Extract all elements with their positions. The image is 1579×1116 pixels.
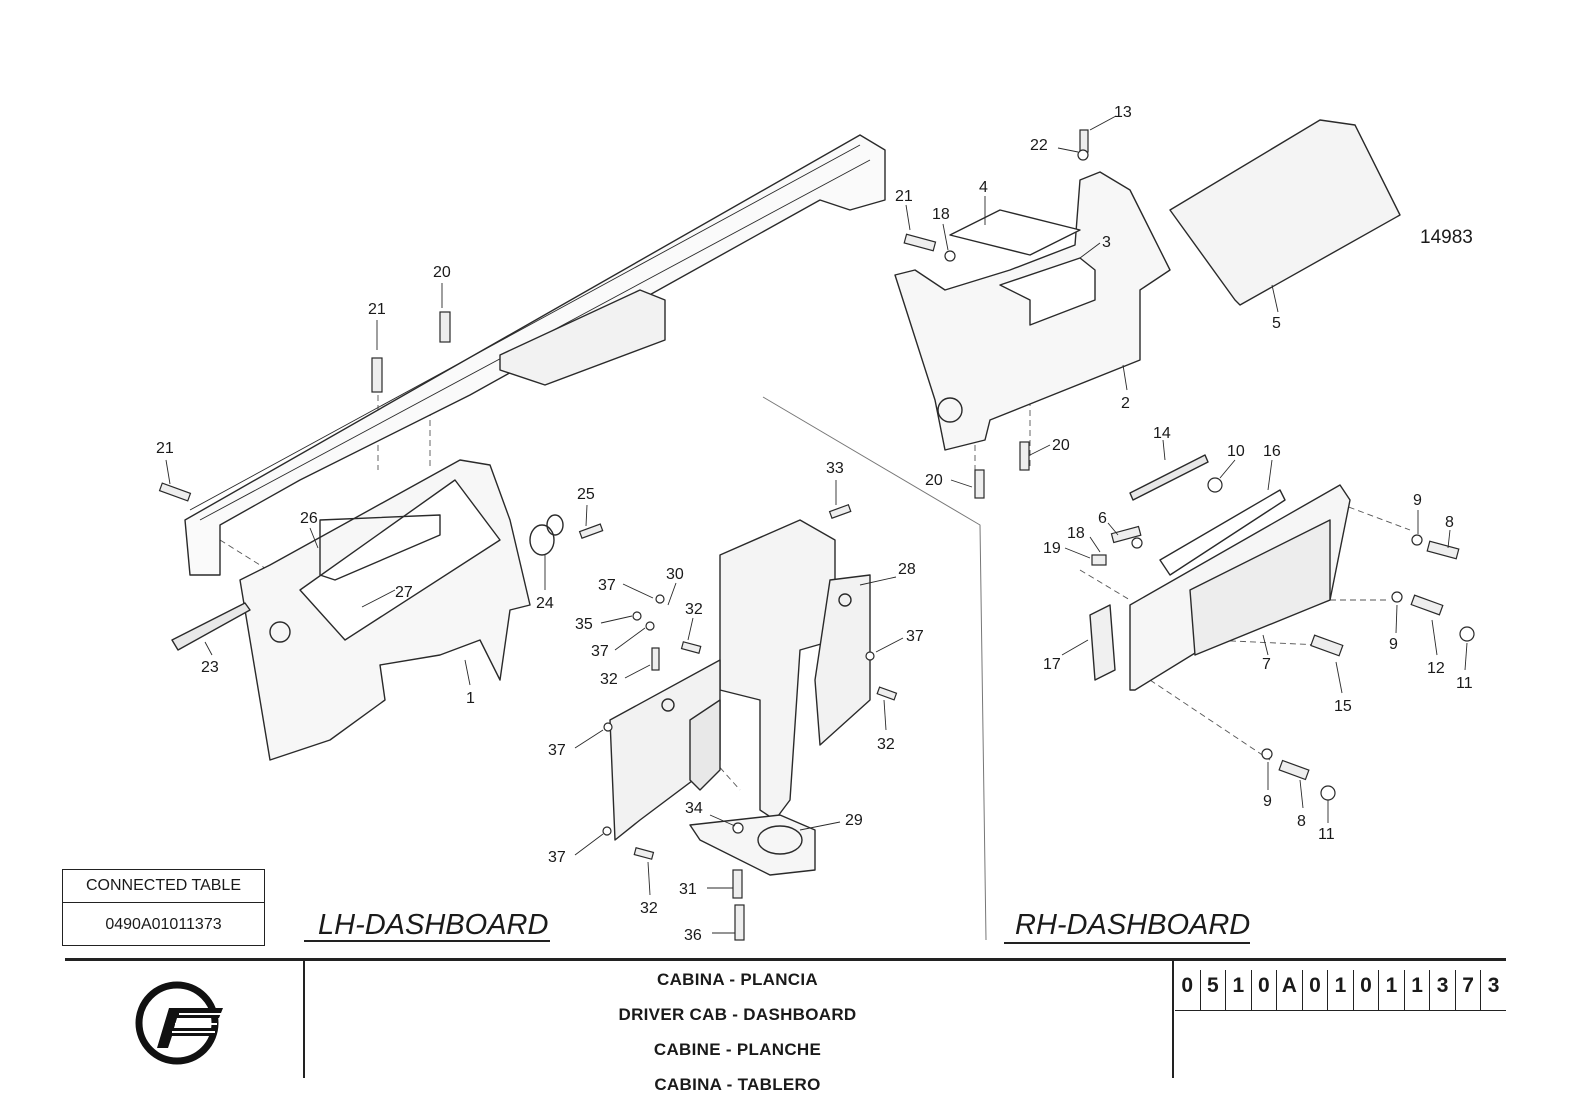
- part-cover: [1169, 119, 1401, 306]
- lh-dashboard-heading: LH-DASHBOARD: [318, 909, 548, 941]
- exploded-parts-drawing: 20 21 21 26 25 27 24 23 1 33 37 30 32 28…: [156, 104, 1475, 944]
- code-char: 0: [1175, 970, 1201, 1010]
- callout: 10: [1227, 443, 1245, 460]
- callout: 33: [826, 460, 844, 477]
- callout: 36: [684, 927, 702, 944]
- callout: 37: [548, 742, 566, 759]
- code-char: 3: [1487, 974, 1500, 997]
- callout: 7: [1262, 656, 1271, 673]
- callout: 37: [906, 628, 924, 645]
- callout: 18: [932, 206, 950, 223]
- code-char: 1: [1226, 970, 1252, 1010]
- callout: 35: [575, 616, 593, 633]
- title-block-border: [65, 958, 1506, 961]
- callout: 9: [1413, 492, 1422, 509]
- callout: 20: [925, 472, 943, 489]
- title-it: CABINA - PLANCIA: [657, 970, 818, 989]
- title-block-divider: [303, 961, 305, 1078]
- callout: 8: [1297, 813, 1306, 830]
- callouts-lh: 20 21 21 26 25 27 24 23 1 33 37 30 32 28…: [156, 264, 924, 944]
- code-char: 0: [1354, 970, 1380, 1010]
- callout: 32: [600, 671, 618, 688]
- connected-table-value: 0490A01011373: [105, 916, 222, 933]
- callout: 37: [591, 643, 609, 660]
- code-char: 3: [1430, 970, 1456, 1010]
- callout: 9: [1389, 636, 1398, 653]
- code-char: 1: [1379, 970, 1405, 1010]
- code-char: 0: [1303, 970, 1329, 1010]
- callout: 34: [685, 800, 703, 817]
- callout: 12: [1427, 660, 1445, 677]
- drawing-code: 0 5 1 0 A 0 1 0 1 1 3 7 3: [1175, 970, 1506, 1011]
- drawing-number: 14983: [1420, 227, 1473, 248]
- callout: 37: [598, 577, 616, 594]
- code-char: 7: [1456, 970, 1482, 1010]
- callout: 27: [395, 584, 413, 601]
- callout: 21: [368, 301, 386, 318]
- code-char: 1: [1328, 970, 1354, 1010]
- callout: 2: [1121, 395, 1130, 412]
- connected-table: CONNECTED TABLE 0490A01011373: [62, 869, 265, 946]
- title-en: DRIVER CAB - DASHBOARD: [618, 1005, 857, 1024]
- title-fr: CABINE - PLANCHE: [653, 1040, 822, 1059]
- rh-dashboard-heading: RH-DASHBOARD: [1015, 909, 1250, 941]
- code-char: 5: [1201, 970, 1227, 1010]
- callout: 5: [1272, 315, 1281, 332]
- part-column: [719, 519, 836, 821]
- callout: 22: [1030, 137, 1048, 154]
- callout: 11: [1456, 675, 1473, 692]
- title-es: CABINA - TABLERO: [654, 1075, 821, 1094]
- callout: 16: [1263, 443, 1281, 460]
- callout: 21: [156, 440, 174, 457]
- callout: 28: [898, 561, 916, 578]
- callout: 29: [845, 812, 863, 829]
- title-block-divider: [1172, 961, 1174, 1078]
- callout: 18: [1067, 525, 1085, 542]
- callout: 30: [666, 566, 684, 583]
- callout: 32: [877, 736, 895, 753]
- callout: 31: [679, 881, 697, 898]
- callout: 6: [1098, 510, 1107, 527]
- callout: 19: [1043, 540, 1061, 557]
- callout: 32: [685, 601, 703, 618]
- callout: 15: [1334, 698, 1352, 715]
- callout: 9: [1263, 793, 1272, 810]
- callout: 11: [1318, 826, 1335, 843]
- callout: 20: [1052, 437, 1070, 454]
- callout: 17: [1043, 656, 1061, 673]
- company-logo-icon: [135, 981, 223, 1065]
- callout: 25: [577, 486, 595, 503]
- callout: 13: [1114, 104, 1132, 121]
- code-char: 1: [1405, 970, 1431, 1010]
- drawing-titles: CABINA - PLANCIA DRIVER CAB - DASHBOARD …: [310, 966, 1165, 1106]
- callouts-rh: 13 22 4 21 18 3 5 2 14 10 16 20 20 6 9 8…: [895, 104, 1473, 843]
- connected-table-header: CONNECTED TABLE: [63, 870, 264, 903]
- callout: 37: [548, 849, 566, 866]
- callout: 26: [300, 510, 318, 527]
- callout: 21: [895, 188, 913, 205]
- callout: 3: [1102, 234, 1111, 251]
- title-block: CABINA - PLANCIA DRIVER CAB - DASHBOARD …: [65, 958, 1506, 1116]
- callout: 1: [466, 690, 475, 707]
- callout: 4: [979, 179, 988, 196]
- code-char: 0: [1252, 970, 1278, 1010]
- code-char: A: [1277, 970, 1303, 1010]
- callout: 23: [201, 659, 219, 676]
- callout: 20: [433, 264, 451, 281]
- callout: 32: [640, 900, 658, 917]
- callout: 8: [1445, 514, 1454, 531]
- callout: 14: [1153, 425, 1171, 442]
- callout: 24: [536, 595, 554, 612]
